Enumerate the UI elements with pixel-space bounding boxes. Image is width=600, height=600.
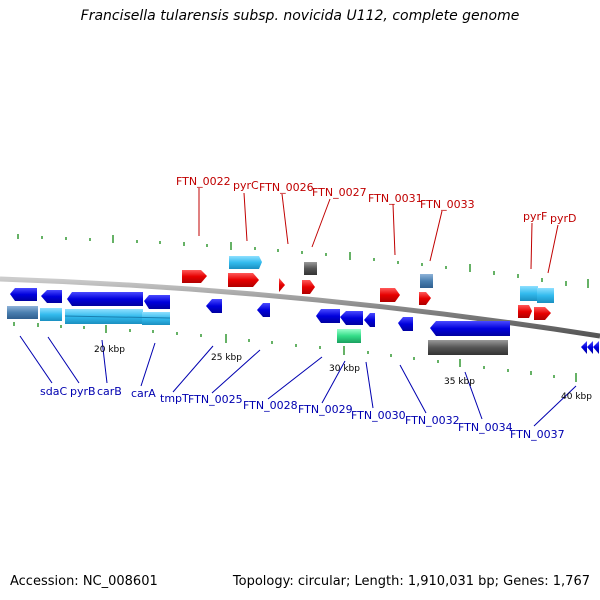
reverse-gene-sdac-steel[interactable] xyxy=(7,306,38,319)
reverse-gene-ftn0037-c[interactable] xyxy=(593,341,599,354)
gene-label-ftn0026[interactable]: FTN_0026 xyxy=(259,181,314,194)
forward-gene-ftn0033-steel[interactable] xyxy=(420,274,433,288)
reverse-leader-lines xyxy=(19,335,577,427)
reverse-gene-sdac[interactable] xyxy=(10,288,37,301)
reverse-gene-ftn0030[interactable] xyxy=(364,313,375,327)
genome-title: Francisella tularensis subsp. novicida U… xyxy=(80,8,520,24)
reverse-gene-ftn0028[interactable] xyxy=(316,309,340,323)
reverse-gene-tmpt[interactable] xyxy=(206,299,222,313)
scale-label-20kbp: 20 kbp xyxy=(94,345,125,355)
forward-gene-ftn0022[interactable] xyxy=(182,270,207,283)
accession-label: Accession: NC_008601 xyxy=(10,574,158,589)
forward-gene-pyrd-cyan[interactable] xyxy=(537,288,554,303)
gene-label-ftn0029[interactable]: FTN_0029 xyxy=(298,403,353,416)
forward-gene-pyrd-red[interactable] xyxy=(534,307,551,320)
forward-gene-pyrf-cyan[interactable] xyxy=(520,286,538,301)
forward-gene-ftn0027-red[interactable] xyxy=(302,280,315,294)
reverse-features xyxy=(7,288,599,355)
reverse-gene-ftn0037-a[interactable] xyxy=(581,341,587,354)
forward-tick-row xyxy=(17,234,589,288)
forward-gene-pyrc-red[interactable] xyxy=(228,273,259,287)
gene-label-ftn0028[interactable]: FTN_0028 xyxy=(243,399,298,412)
genome-backbone xyxy=(0,276,600,339)
gene-label-ftn0030[interactable]: FTN_0030 xyxy=(351,409,406,422)
gene-label-pyrd[interactable]: pyrD xyxy=(550,212,577,225)
scale-label-25kbp: 25 kbp xyxy=(211,353,242,363)
gene-label-pyrb[interactable]: pyrB xyxy=(70,385,96,398)
scale-label-35kbp: 35 kbp xyxy=(444,377,475,387)
reverse-gene-cara-cyan[interactable] xyxy=(142,312,170,325)
forward-gene-ftn0033-red[interactable] xyxy=(419,292,431,305)
gene-label-sdac[interactable]: sdaC xyxy=(40,385,67,398)
gene-label-ftn0037[interactable]: FTN_0037 xyxy=(510,428,565,441)
forward-gene-ftn0027-gray[interactable] xyxy=(304,262,317,275)
scale-label-30kbp: 30 kbp xyxy=(329,364,360,374)
forward-features xyxy=(182,256,554,320)
gene-label-ftn0034[interactable]: FTN_0034 xyxy=(458,421,513,434)
reverse-gene-ftn0025[interactable] xyxy=(257,303,270,317)
gene-label-ftn0031[interactable]: FTN_0031 xyxy=(368,192,423,205)
gene-label-ftn0032[interactable]: FTN_0032 xyxy=(405,414,460,427)
reverse-tick-row xyxy=(13,322,577,382)
reverse-gene-ftn0032[interactable] xyxy=(398,317,413,331)
gene-label-pyrf[interactable]: pyrF xyxy=(523,210,547,223)
track-divider xyxy=(64,315,171,319)
scale-label-40kbp: 40 kbp xyxy=(561,392,592,402)
gene-label-ftn0025[interactable]: FTN_0025 xyxy=(188,393,243,406)
forward-gene-ftn0031[interactable] xyxy=(380,288,400,302)
genome-summary: Topology: circular; Length: 1,910,031 bp… xyxy=(232,574,590,589)
gene-label-tmpt[interactable]: tmpT xyxy=(160,392,189,405)
forward-gene-pyrc-cyan[interactable] xyxy=(229,256,262,269)
gene-label-ftn0027[interactable]: FTN_0027 xyxy=(312,186,367,199)
reverse-gene-ftn0034[interactable] xyxy=(430,321,510,336)
reverse-gene-carb[interactable] xyxy=(67,292,143,306)
gene-label-ftn0033[interactable]: FTN_0033 xyxy=(420,198,475,211)
reverse-gene-ftn0034-gray[interactable] xyxy=(428,340,508,355)
reverse-gene-ftn0029-green[interactable] xyxy=(337,329,361,343)
gene-label-carb[interactable]: carB xyxy=(97,385,122,398)
reverse-gene-cara[interactable] xyxy=(144,295,170,309)
gene-label-cara[interactable]: carA xyxy=(131,387,156,400)
forward-gene-pyrf-red[interactable] xyxy=(518,305,532,318)
reverse-gene-ftn0029[interactable] xyxy=(340,311,363,325)
gene-label-ftn0022[interactable]: FTN_0022 xyxy=(176,175,231,188)
gene-label-pyrc[interactable]: pyrC xyxy=(233,179,259,192)
reverse-gene-ftn0037-b[interactable] xyxy=(587,341,593,354)
reverse-gene-pyrb-cyan[interactable] xyxy=(40,308,62,321)
forward-gene-ftn0026[interactable] xyxy=(279,278,285,292)
reverse-gene-pyrb[interactable] xyxy=(41,290,62,303)
forward-leader-lines xyxy=(198,188,559,274)
